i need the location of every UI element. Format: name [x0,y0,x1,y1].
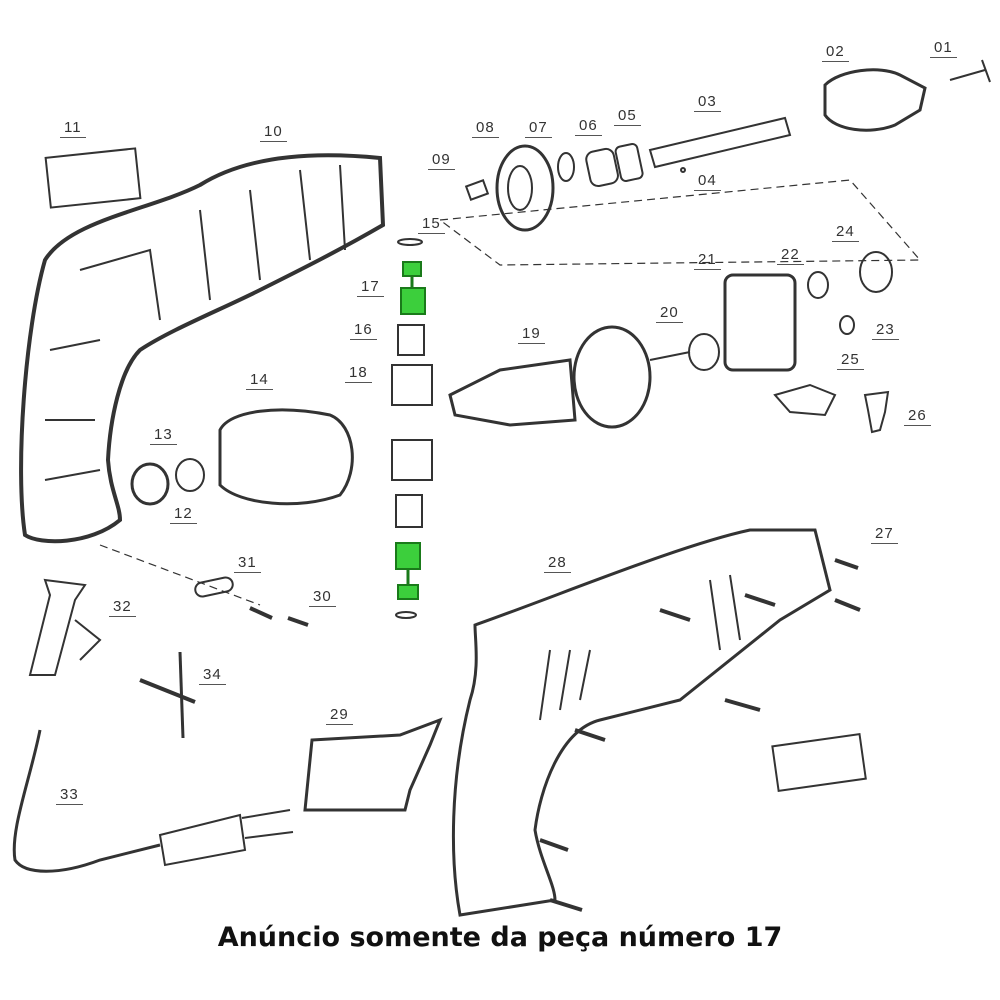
part-16-brush-holder-lower [395,494,423,528]
part-26-plate [863,390,890,434]
part-label-27: 27 [871,526,898,544]
dashed-guide-frame [438,179,922,266]
part-label-30: 30 [309,589,336,607]
part-16-brush-holder [397,324,425,356]
part-label-31: 31 [234,555,261,573]
part-30-screw [287,616,309,627]
part-12-bearing [130,462,170,506]
part-label-15: 15 [418,216,445,234]
part-label-12: 12 [170,506,197,524]
part-label-34: 34 [199,667,226,685]
part-27-screw [574,728,606,742]
part-25-bracket [773,383,837,417]
part-22-washer [807,271,829,299]
part-label-23: 23 [872,322,899,340]
part-label-25: 25 [837,352,864,370]
housing-ribs [44,164,346,481]
part-33-power-cord [12,729,161,873]
part-06-bearing [585,147,619,188]
part-29-insert [303,717,443,812]
caption: Anúncio somente da peça número 17 [217,922,783,953]
part-02-chuck [823,68,927,132]
part-label-13: 13 [150,427,177,445]
part-label-16: 16 [350,322,377,340]
part-17-carbon-brush-lower [397,584,419,600]
part-label-04: 04 [694,173,721,191]
part-07-ring [557,152,575,182]
part-15-washer [397,238,423,246]
part-27-screw [834,598,861,612]
part-20-bearing [688,333,720,371]
armature-shaft [649,351,691,361]
part-27-screw [659,608,691,622]
part-30-screw [249,606,273,620]
part-label-09: 09 [428,152,455,170]
part-label-28: 28 [544,555,571,573]
part-17-carbon-brush [402,261,422,277]
part-label-19: 19 [518,326,545,344]
part-label-21: 21 [694,252,721,270]
part-27-screw [834,558,859,570]
part-label-17: 17 [357,279,384,297]
part-09-nut [464,179,490,201]
part-label-06: 06 [575,118,602,136]
part-01-screw [949,59,991,83]
part-21-switch [723,273,797,372]
part-label-05: 05 [614,108,641,126]
part-27-screw [539,838,569,852]
part-19-armature [448,358,577,427]
part-10-housing-half [19,153,386,544]
part-18-brush-cap [391,364,433,406]
part-32-cord-guard [28,578,102,676]
part-27-screw [724,698,761,712]
dashed-guide [99,544,261,606]
part-label-08: 08 [472,120,499,138]
part-label-03: 03 [694,94,721,112]
part-label-07: 07 [525,120,552,138]
part-label-01: 01 [930,40,957,58]
part-27-screw [744,593,776,607]
part-04-pin [680,167,686,173]
part-17-carbon-brush-lower [395,542,421,570]
armature-fan [572,325,652,429]
part-08-gear [495,144,555,232]
part-label-26: 26 [904,408,931,426]
part-03-spindle [648,116,792,169]
part-label-32: 32 [109,599,136,617]
part-34-bolt [139,678,196,704]
part-28-assembled-drill [451,528,832,917]
part-23-ring [839,315,855,335]
part-18-brush-cap-lower [391,439,433,481]
part-05-bushing [614,143,644,182]
part-label-11: 11 [60,120,86,138]
part-31-clamp [194,576,234,598]
label-plate-blank [771,732,867,793]
part-label-14: 14 [246,372,273,390]
part-label-10: 10 [260,124,287,142]
part-label-29: 29 [326,707,353,725]
part-label-22: 22 [777,247,804,265]
part-11-label-plate [44,147,142,209]
gear-hub [507,165,533,211]
part-label-02: 02 [822,44,849,62]
part-34-rod [178,651,185,739]
part-label-20: 20 [656,305,683,323]
part-17-carbon-brush [400,287,426,315]
part-label-24: 24 [832,224,859,242]
part-13-washer [175,458,205,492]
part-15-washer-lower [395,611,417,619]
part-24-gear [859,251,893,293]
drill-details [539,574,741,721]
plug [158,809,294,867]
part-27-screw [549,898,583,912]
part-14-stator [218,408,354,506]
part-label-18: 18 [345,365,372,383]
part-label-33: 33 [56,787,83,805]
